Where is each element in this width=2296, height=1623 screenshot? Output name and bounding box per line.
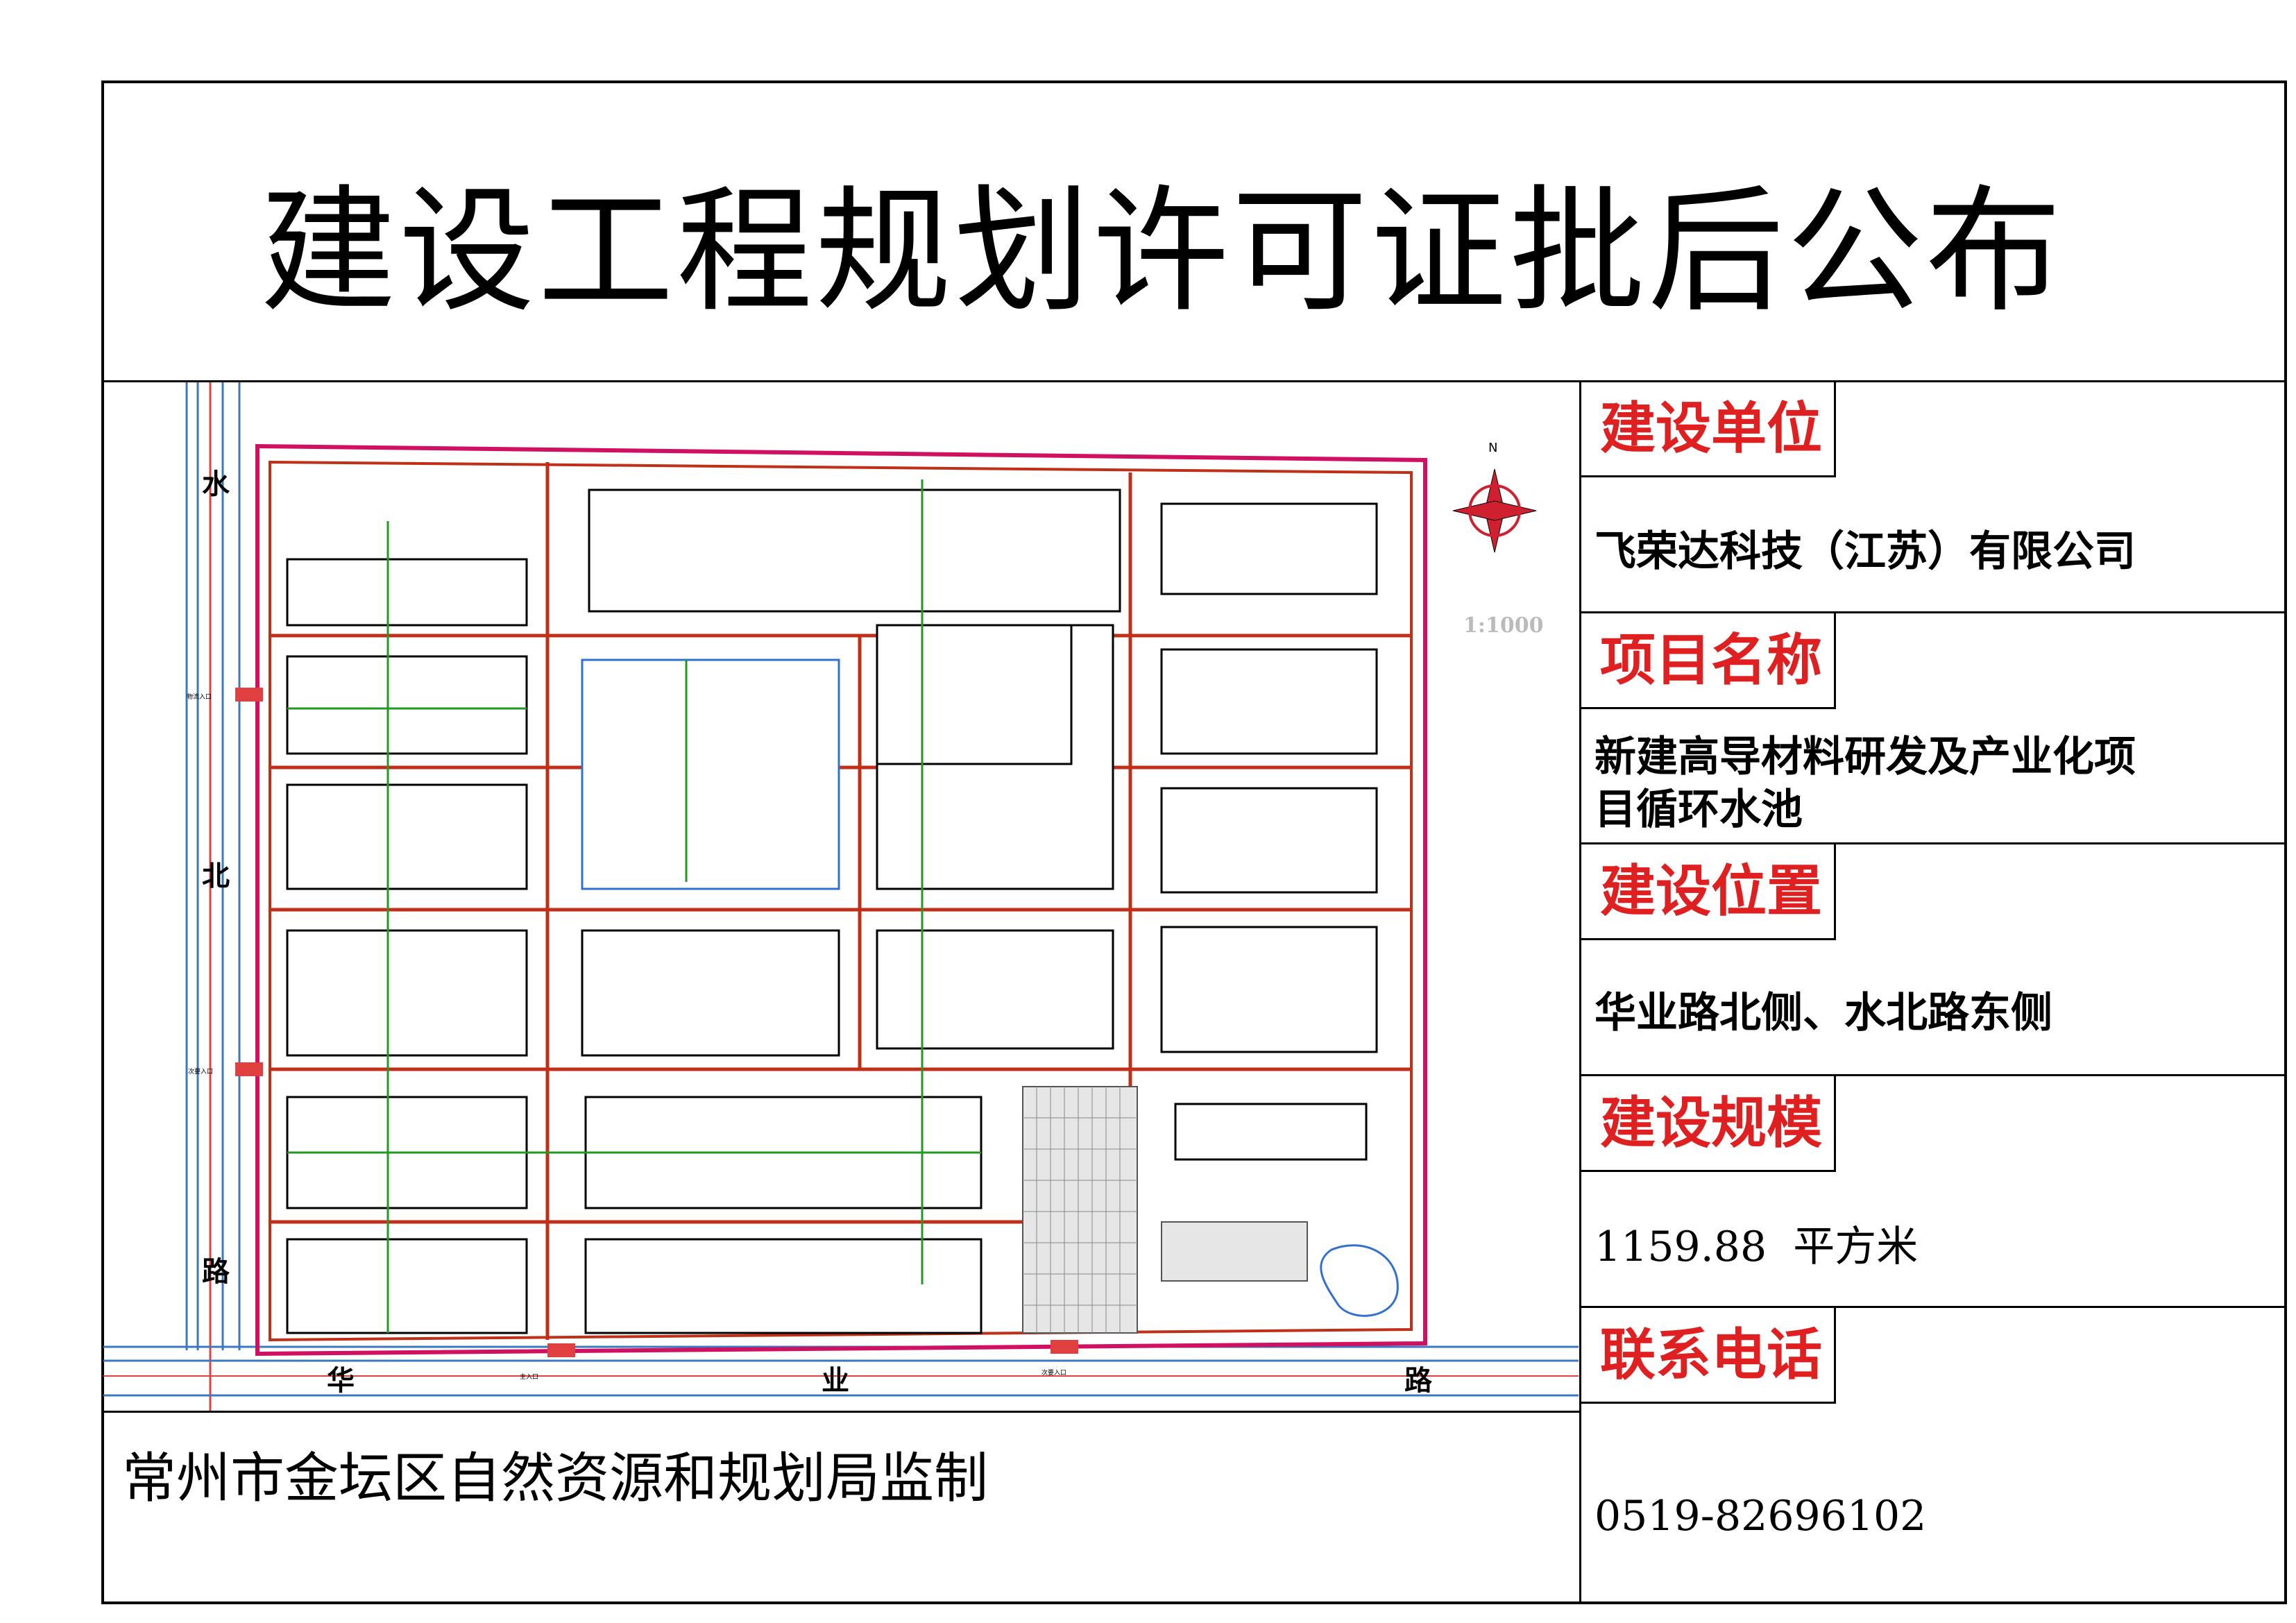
road-label: 业 xyxy=(822,1365,849,1397)
building xyxy=(584,1238,983,1334)
label-scale: 建设规模 xyxy=(1581,1075,1836,1172)
page-title: 建设工程规划许可证批后公布 xyxy=(260,173,2065,331)
building xyxy=(286,655,528,755)
building xyxy=(581,929,840,1057)
entrance-label: 次要入口 xyxy=(188,1067,213,1076)
building xyxy=(286,1238,528,1334)
divider-footer xyxy=(101,1411,1581,1413)
info-panel: 建设单位 飞荣达科技（江苏）有限公司 项目名称 新建高导材料研发及产业化项目循环… xyxy=(1581,380,2287,1604)
building xyxy=(1160,926,1378,1053)
building xyxy=(581,658,840,890)
pond xyxy=(1320,1244,1399,1317)
building xyxy=(1160,648,1378,755)
plaza-grid xyxy=(1023,1087,1137,1333)
building xyxy=(588,488,1121,613)
site-boundary xyxy=(255,443,1427,1357)
footer-issuer: 常州市金坛区自然资源和规划局监制 xyxy=(122,1447,989,1510)
building xyxy=(286,929,528,1057)
value-phone: 0519-82696102 xyxy=(1595,1492,1927,1540)
scale-label: 1:1000 xyxy=(1463,613,1543,638)
value-location: 华业路北侧、水北路东侧 xyxy=(1595,989,2052,1037)
divider-title xyxy=(101,380,2287,382)
road-label: 华 xyxy=(327,1365,355,1397)
entrances xyxy=(235,688,1078,1357)
building xyxy=(876,624,1073,765)
road-label: 北 xyxy=(202,860,230,892)
internal-roads xyxy=(270,462,1411,1340)
north-label: N xyxy=(1488,441,1497,455)
building xyxy=(1160,502,1378,595)
value-builder: 飞荣达科技（江苏）有限公司 xyxy=(1595,527,2136,576)
value-project: 新建高导材料研发及产业化项目循环水池 xyxy=(1595,733,2136,834)
row-divider xyxy=(1581,842,2287,844)
road-label: 路 xyxy=(202,1256,230,1288)
road-label: 路 xyxy=(1404,1365,1433,1397)
row-divider xyxy=(1581,1306,2287,1308)
entrance-label: 主入口 xyxy=(520,1373,538,1381)
plaza xyxy=(1022,1086,1308,1334)
label-project: 项目名称 xyxy=(1581,612,1836,709)
building xyxy=(876,929,1114,1050)
row-divider xyxy=(1581,1074,2287,1076)
road-label: 水 xyxy=(202,468,230,500)
building xyxy=(286,558,528,627)
row-divider xyxy=(1581,611,2287,613)
divider-panel xyxy=(1579,380,1581,1604)
building xyxy=(1174,1103,1368,1161)
label-location: 建设位置 xyxy=(1581,843,1836,940)
label-phone: 联系电话 xyxy=(1581,1307,1836,1404)
building xyxy=(1160,787,1378,894)
internal-ring-road xyxy=(269,460,1413,1342)
building xyxy=(286,783,528,890)
label-builder: 建设单位 xyxy=(1581,380,1836,477)
west-road xyxy=(185,382,241,1350)
entrance-label: 物流入口 xyxy=(187,692,212,701)
north-arrow-icon xyxy=(1452,468,1537,553)
site-plan: N 1:1000 水 北 路 华 业 路 物流入口 次要入口 主入口 次要入口 xyxy=(103,382,1579,1411)
entrance-label: 次要入口 xyxy=(1041,1368,1066,1377)
value-scale: 1159.88 平方米 xyxy=(1595,1223,1919,1271)
green-axes xyxy=(287,479,981,1333)
